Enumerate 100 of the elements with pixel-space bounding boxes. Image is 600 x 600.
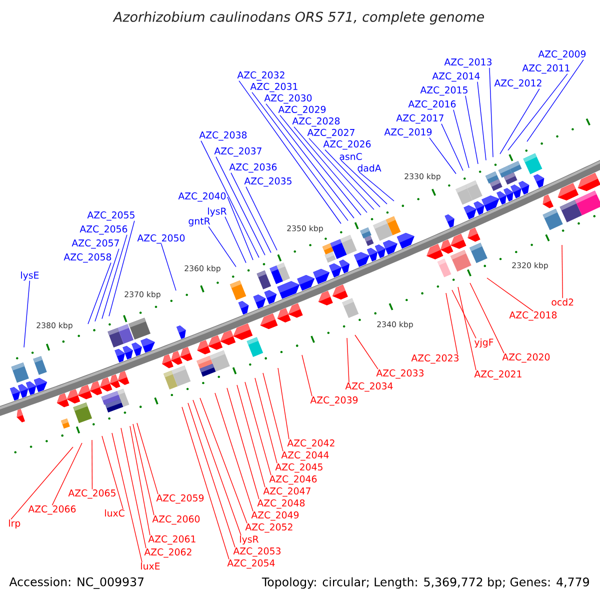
gene-label: AZC_2016 bbox=[408, 100, 456, 110]
leader-line bbox=[226, 388, 260, 500]
leader-line bbox=[92, 440, 93, 490]
gene-label: AZC_2055 bbox=[87, 211, 134, 221]
leader-line bbox=[262, 372, 284, 452]
leader-line bbox=[227, 196, 254, 260]
gene-label: AZC_2021 bbox=[474, 370, 522, 380]
gene-label: AZC_2065 bbox=[68, 489, 116, 499]
gene-label: AZC_2054 bbox=[227, 559, 275, 569]
gene-label: AZC_2018 bbox=[509, 311, 557, 321]
leader-line bbox=[214, 392, 254, 512]
genome-stats-text: Topology: circular; Length: 5,369,772 bp; Genes: 4,779 bbox=[262, 577, 589, 589]
leader-line bbox=[562, 244, 563, 299]
leader-line bbox=[112, 432, 142, 563]
gene-label: AZC_2042 bbox=[287, 439, 334, 449]
gene-label: AZC_2023 bbox=[411, 354, 458, 364]
leader-line bbox=[216, 156, 266, 256]
leader-line bbox=[52, 442, 82, 506]
leader-line bbox=[324, 149, 380, 208]
leader-line bbox=[108, 220, 135, 316]
gene-label: AZC_2056 bbox=[80, 225, 128, 235]
gene-label: gntR bbox=[188, 218, 210, 226]
leader-line bbox=[278, 368, 290, 440]
gene-label: luxE bbox=[141, 562, 160, 570]
leader-line bbox=[508, 73, 568, 151]
gene-label: AZC_2028 bbox=[292, 117, 340, 127]
leader-line bbox=[358, 172, 394, 202]
gene-label: AZC_2057 bbox=[72, 239, 119, 249]
leader-line bbox=[452, 290, 476, 339]
gene-label: AZC_2019 bbox=[384, 128, 432, 138]
leader-line bbox=[266, 103, 354, 218]
gene-label: AZC_2052 bbox=[245, 523, 292, 533]
leader-line bbox=[500, 88, 540, 154]
gene-label: AZC_2053 bbox=[233, 547, 280, 557]
gene-label: AZC_2047 bbox=[263, 487, 310, 497]
leader-line bbox=[280, 114, 362, 216]
gene-label: AZC_2030 bbox=[264, 94, 312, 104]
gene-label: AZC_2036 bbox=[229, 163, 277, 173]
gene-label: AZC_2048 bbox=[257, 499, 305, 509]
gene-label: lysR bbox=[240, 535, 259, 545]
gene-label: lysE bbox=[21, 271, 39, 281]
leader-line bbox=[470, 282, 504, 354]
leader-line bbox=[200, 140, 260, 258]
leader-line bbox=[188, 402, 236, 548]
leader-line bbox=[120, 428, 146, 549]
leader-line bbox=[441, 123, 464, 171]
leader-line bbox=[340, 160, 388, 204]
gene-label: AZC_2020 bbox=[502, 353, 550, 363]
gene-label: AZC_2026 bbox=[323, 140, 371, 150]
gene-label: asnC bbox=[340, 152, 362, 160]
leader-line bbox=[446, 292, 458, 355]
leader-line bbox=[10, 446, 74, 520]
gene-label: AZC_2014 bbox=[432, 72, 480, 82]
gene-label: AZC_2011 bbox=[522, 64, 570, 74]
gene-label: luxC bbox=[105, 509, 124, 517]
leader-line bbox=[88, 262, 112, 324]
gene-label: AZC_2015 bbox=[420, 86, 468, 96]
leader-line bbox=[458, 286, 476, 371]
leader-line bbox=[24, 280, 30, 348]
leader-line bbox=[236, 384, 266, 488]
leader-line bbox=[308, 138, 374, 210]
gene-label: AZC_2045 bbox=[275, 463, 322, 473]
leader-line bbox=[346, 338, 350, 383]
leader-line bbox=[94, 248, 120, 322]
gene-label: AZC_2038 bbox=[199, 131, 247, 141]
gene-label: lysR bbox=[208, 207, 227, 217]
leader-line bbox=[246, 186, 278, 251]
gene-label: AZC_2050 bbox=[137, 234, 185, 244]
gene-label: AZC_2029 bbox=[278, 106, 326, 116]
gene-label: AZC_2046 bbox=[269, 475, 317, 485]
gene-label: AZC_2037 bbox=[214, 147, 262, 157]
title: Azorhizobium caulinodans ORS 571, complete genome bbox=[112, 11, 484, 25]
leader-line bbox=[160, 243, 176, 291]
gene-label: AZC_2061 bbox=[148, 535, 196, 545]
gene-label: AZC_2012 bbox=[494, 79, 542, 89]
gene-label: lrp bbox=[9, 519, 20, 529]
leader-line bbox=[230, 172, 272, 254]
leader-line bbox=[132, 424, 154, 516]
gene-label: AZC_2009 bbox=[538, 50, 586, 60]
gene-label: ocd2 bbox=[552, 298, 574, 306]
gene-label: AZC_2034 bbox=[345, 382, 393, 392]
gene-label: AZC_2031 bbox=[250, 82, 298, 92]
leader-line bbox=[136, 422, 158, 495]
gene-label: AZC_2033 bbox=[376, 369, 424, 379]
gene-label: dadA bbox=[358, 164, 382, 172]
leader-line bbox=[526, 59, 584, 142]
gene-label: AZC_2039 bbox=[310, 396, 358, 406]
leader-line bbox=[354, 334, 378, 370]
leader-line bbox=[208, 226, 236, 268]
accession-text: Accession: NC_009937 bbox=[9, 577, 144, 589]
leader-line bbox=[302, 354, 312, 397]
leader-line bbox=[294, 126, 368, 213]
leader-line bbox=[102, 436, 124, 510]
gene-label: yjgF bbox=[474, 338, 494, 348]
leader-line bbox=[477, 81, 486, 161]
leader-line bbox=[238, 80, 342, 224]
gene-label: AZC_2058 bbox=[64, 253, 112, 263]
leader-line bbox=[192, 400, 242, 536]
gene-label: AZC_2060 bbox=[152, 515, 200, 525]
gene-label: AZC_2027 bbox=[307, 128, 354, 138]
